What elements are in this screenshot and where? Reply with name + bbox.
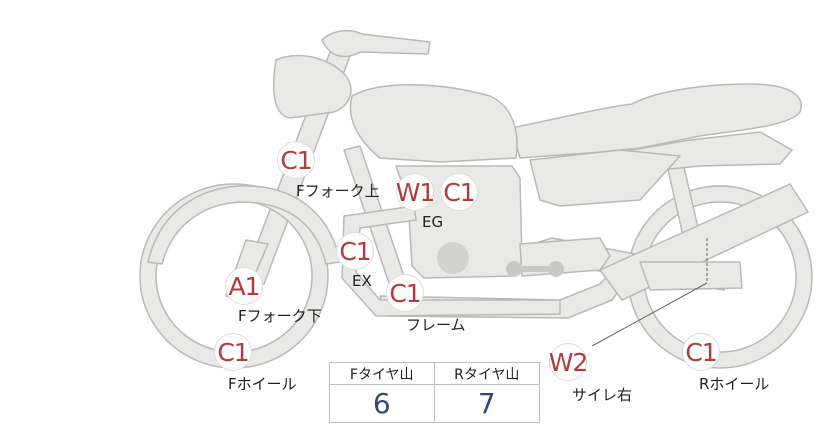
part-label: フレーム (406, 316, 466, 334)
grade-text: A1 (228, 271, 260, 301)
grade-badge: C1 (214, 333, 252, 371)
grade-badge: A1 (225, 267, 263, 305)
grade-badge: C1 (682, 333, 720, 371)
exhaust-pipe (341, 205, 561, 317)
grade-text: C1 (280, 145, 312, 175)
part-label: Fフォーク下 (238, 307, 322, 325)
grade-badge: W2 (548, 343, 589, 381)
headlight-cowl (272, 54, 352, 119)
handlebar (321, 29, 431, 58)
side-cover (529, 149, 681, 207)
rear-wheel (627, 185, 813, 369)
part-label: サイレ右 (572, 386, 633, 404)
grade-badge: C1 (336, 232, 374, 270)
grade-text: C1 (389, 278, 421, 308)
grade-text: C1 (217, 337, 249, 367)
grade-text: C1 (443, 177, 475, 207)
rear-tread-header: Rタイヤ山 (434, 363, 539, 385)
grade-badge: C1 (386, 274, 424, 312)
front-tread-header: Fタイヤ山 (330, 363, 435, 385)
front-tread-value: 6 (330, 385, 435, 422)
grade-badge: W1 (395, 173, 436, 211)
grade-text: W1 (395, 177, 436, 207)
tire-tread-table: Fタイヤ山 Rタイヤ山 6 7 (329, 362, 540, 423)
rear-tread-value: 7 (477, 387, 496, 420)
grade-text: C1 (339, 236, 371, 266)
part-label: EG (422, 213, 444, 231)
muffler-shield (639, 261, 743, 291)
grade-text: W2 (548, 347, 589, 377)
grade-badge: C1 (277, 141, 315, 179)
grade-badge: C1 (440, 173, 478, 211)
seat (511, 83, 802, 159)
part-label: Fフォーク上 (296, 182, 380, 200)
fuel-tank (349, 84, 518, 163)
shift-lever (506, 261, 564, 277)
engine-circle (437, 242, 469, 274)
part-label: Rホイール (699, 375, 770, 393)
leader-lines (591, 238, 708, 347)
part-label: Fホイール (228, 375, 297, 393)
grade-text: C1 (685, 337, 717, 367)
part-label: EX (352, 272, 372, 290)
